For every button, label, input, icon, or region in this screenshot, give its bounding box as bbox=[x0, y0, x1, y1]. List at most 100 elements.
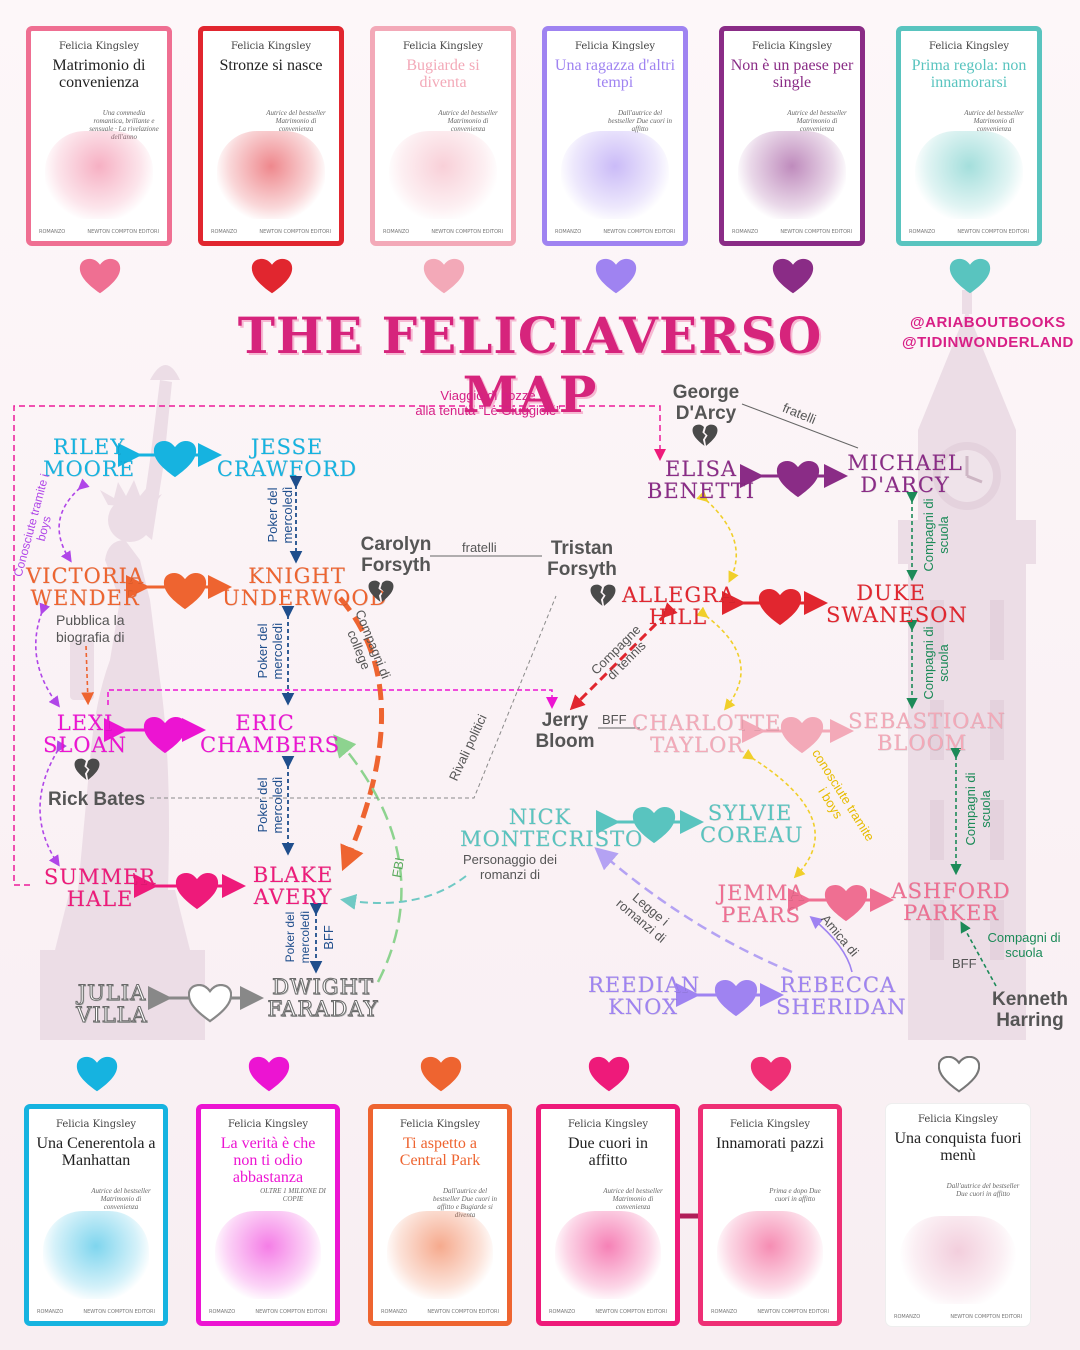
character-summer-hale[interactable]: SUMMER HALE bbox=[43, 865, 157, 911]
label-poker-3: Poker del mercoledì bbox=[255, 776, 285, 834]
heart-icon-jemma-ashford bbox=[824, 884, 868, 923]
label-honeymoon-line2: alla tenuta “Le Giuggiole” bbox=[415, 403, 561, 418]
character-elisa-benetti[interactable]: ELISA BENETTI bbox=[646, 457, 756, 503]
person-tristan-forsyth[interactable]: Tristan Forsyth bbox=[547, 538, 617, 580]
met-link-charlotte-jemma bbox=[742, 748, 816, 879]
big-ben-icon bbox=[898, 290, 1036, 1040]
book-author: Felicia Kingsley bbox=[729, 1119, 811, 1130]
book-author: Felicia Kingsley bbox=[928, 41, 1010, 52]
character-dwight-faraday[interactable]: DWIGHT FARADAY bbox=[267, 975, 379, 1021]
bottom-book-heart-icon-2 bbox=[248, 1056, 290, 1093]
character-ashford-parker[interactable]: ASHFORD PARKER bbox=[891, 879, 1011, 925]
heart-icon-riley-jesse bbox=[153, 440, 197, 479]
book-illustration bbox=[215, 1211, 321, 1299]
book-publisher: NEWTON COMPTON EDITORI bbox=[757, 1309, 829, 1315]
handle-ariaboutbooks[interactable]: @ARIABOUTBOOKS bbox=[910, 314, 1066, 331]
character-lexi-sloan[interactable]: LEXI SLOAN bbox=[42, 711, 128, 757]
biography-link-victoria-lexi bbox=[81, 645, 95, 706]
character-jemma-pears[interactable]: JEMMA PEARS bbox=[717, 881, 805, 927]
met-link-riley-victoria bbox=[58, 478, 90, 563]
character-victoria-wender[interactable]: VICTORIA WENDER bbox=[25, 564, 145, 610]
broken-heart-icon-carolyn bbox=[368, 580, 394, 603]
school-link-kenneth-ashford bbox=[960, 921, 997, 987]
broken-heart-icon-tristan bbox=[590, 584, 616, 607]
book-illustration bbox=[387, 1211, 493, 1299]
character-jesse-crawford[interactable]: JESSE CRAWFORD bbox=[216, 435, 358, 481]
top-book-heart-icon-6 bbox=[949, 258, 991, 295]
person-rick-bates[interactable]: Rick Bates bbox=[48, 789, 146, 810]
book-illustration bbox=[738, 131, 846, 219]
person-kenneth-harring[interactable]: Kenneth Harring bbox=[992, 989, 1068, 1031]
book-title: La verità è che non ti odio abbastanza bbox=[220, 1135, 316, 1186]
label-poker-1: Poker del mercoledì bbox=[265, 486, 295, 544]
character-rebecca-sheridan[interactable]: REBECCA SHERIDAN bbox=[776, 973, 907, 1019]
broken-heart-icon-george bbox=[692, 424, 718, 447]
met-link-lexi-summer bbox=[39, 740, 67, 867]
book-tagline: Autrice del bestseller Matrimonio di con… bbox=[91, 1187, 151, 1211]
heart-icon-charlotte-sebastian bbox=[780, 716, 824, 755]
book-title: Stronze si nasce bbox=[219, 57, 323, 74]
character-michael-darcy[interactable]: MICHAEL D'ARCY bbox=[847, 451, 963, 497]
book-illustration bbox=[915, 131, 1023, 219]
heart-icon-elisa-michael bbox=[776, 460, 820, 499]
label-school-mates-3: Compagni di scuola bbox=[963, 772, 993, 846]
character-duke-swaneson[interactable]: DUKE SWANESON bbox=[826, 581, 968, 627]
heart-icon-nick-sylvie bbox=[632, 806, 676, 845]
character-sebastian-bloom[interactable]: SEBASTIOAN BLOOM bbox=[848, 709, 1006, 755]
book-imprint: ROMANZO bbox=[894, 1314, 921, 1320]
label-bff-jerry-charlotte: BFF bbox=[602, 712, 627, 727]
reads-link-rebecca-nick bbox=[594, 847, 793, 974]
character-allegra-hill[interactable]: ALLEGRA HILL bbox=[622, 583, 736, 629]
character-reedian-knox[interactable]: REEDIAN KNOX bbox=[588, 973, 701, 1019]
character-charlotte-taylor[interactable]: CHARLOTTE TAYLOR bbox=[632, 711, 782, 757]
book-author: Felicia Kingsley bbox=[58, 41, 140, 52]
character-eric-chambers[interactable]: ERIC CHAMBERS bbox=[200, 711, 341, 757]
bottom-book-heart-icon-4 bbox=[588, 1056, 630, 1093]
character-riley-moore[interactable]: RILEY MOORE bbox=[42, 435, 136, 481]
label-siblings-forsyth: fratelli bbox=[462, 540, 497, 555]
character-julia-villa[interactable]: JULIA VILLA bbox=[76, 981, 148, 1027]
book-title: Due cuori in affitto bbox=[568, 1135, 648, 1169]
person-george-darcy[interactable]: George D'Arcy bbox=[672, 382, 740, 424]
book-imprint: ROMANZO bbox=[383, 229, 410, 235]
character-knight-underwood[interactable]: KNIGHT UNDERWOOD bbox=[222, 564, 388, 610]
book-publisher: NEWTON COMPTON EDITORI bbox=[603, 229, 675, 235]
book-title: Una Cenerentola a Manhattan bbox=[36, 1135, 156, 1169]
book-illustration bbox=[717, 1211, 823, 1299]
top-book-heart-icon-4 bbox=[595, 258, 637, 295]
book-publisher: NEWTON COMPTON EDITORI bbox=[780, 229, 852, 235]
book-publisher: NEWTON COMPTON EDITORI bbox=[431, 229, 503, 235]
honeymoon-connector bbox=[13, 405, 666, 886]
label-school-mates-2: Compagni di scuola bbox=[921, 626, 951, 700]
person-jerry-bloom[interactable]: Jerry Bloom bbox=[535, 710, 595, 752]
book-imprint: ROMANZO bbox=[381, 1309, 408, 1315]
book-author: Felicia Kingsley bbox=[574, 41, 656, 52]
book-author: Felicia Kingsley bbox=[917, 1114, 999, 1125]
book-publisher: NEWTON COMPTON EDITORI bbox=[957, 229, 1029, 235]
character-link-nick-blake bbox=[340, 875, 467, 910]
book-imprint: ROMANZO bbox=[209, 1309, 236, 1315]
book-publisher: NEWTON COMPTON EDITORI bbox=[595, 1309, 667, 1315]
book-tagline: Autrice del bestseller Matrimonio di con… bbox=[787, 109, 847, 133]
character-blake-avery[interactable]: BLAKE AVERY bbox=[252, 863, 334, 909]
yellow-link-allegra-charlotte bbox=[696, 606, 742, 711]
book-tagline: Autrice del bestseller Matrimonio di con… bbox=[603, 1187, 663, 1211]
person-carolyn-forsyth[interactable]: Carolyn Forsyth bbox=[360, 534, 432, 576]
character-nick-montecristo[interactable]: NICK MONTECRISTO bbox=[460, 805, 644, 851]
character-sylvie-coreau[interactable]: SYLVIE COREAU bbox=[700, 801, 804, 847]
book-author: Felicia Kingsley bbox=[399, 1119, 481, 1130]
handle-tidinwonderland[interactable]: @TIDINWONDERLAND bbox=[902, 334, 1074, 351]
